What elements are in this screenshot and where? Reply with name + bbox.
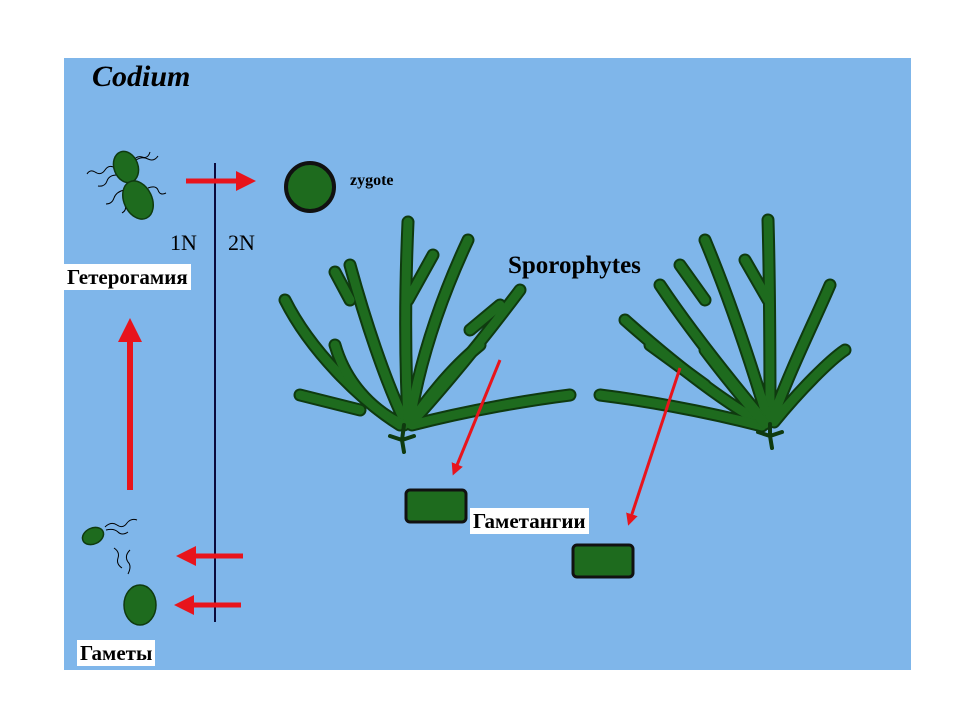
zygote-label: zygote — [350, 172, 394, 189]
gametangium-left — [404, 488, 468, 524]
gametangium-right — [571, 543, 635, 579]
gamete-flagella-icon — [104, 518, 138, 575]
gamete-top-a — [112, 150, 140, 184]
sporophyte-left — [278, 215, 577, 454]
arrow-to-gametangium-right — [626, 367, 682, 526]
sporophytes-label: Sporophytes — [508, 252, 641, 279]
diagram-title: Codium — [92, 60, 191, 93]
gametangia-label: Гаметангии — [470, 508, 589, 534]
heterogamy-label: Гетерогамия — [64, 264, 191, 290]
gamete-bottom-b — [123, 584, 157, 626]
haploid-label: 1N — [170, 230, 197, 255]
gamete-top-b — [122, 180, 154, 220]
sporophyte-right — [593, 213, 852, 450]
diploid-label: 2N — [228, 230, 255, 255]
gametes-label: Гаметы — [77, 640, 156, 666]
arrow-to-gametangium-left — [451, 359, 502, 476]
zygote-icon — [284, 161, 336, 213]
gamete-bottom-a — [81, 526, 105, 546]
